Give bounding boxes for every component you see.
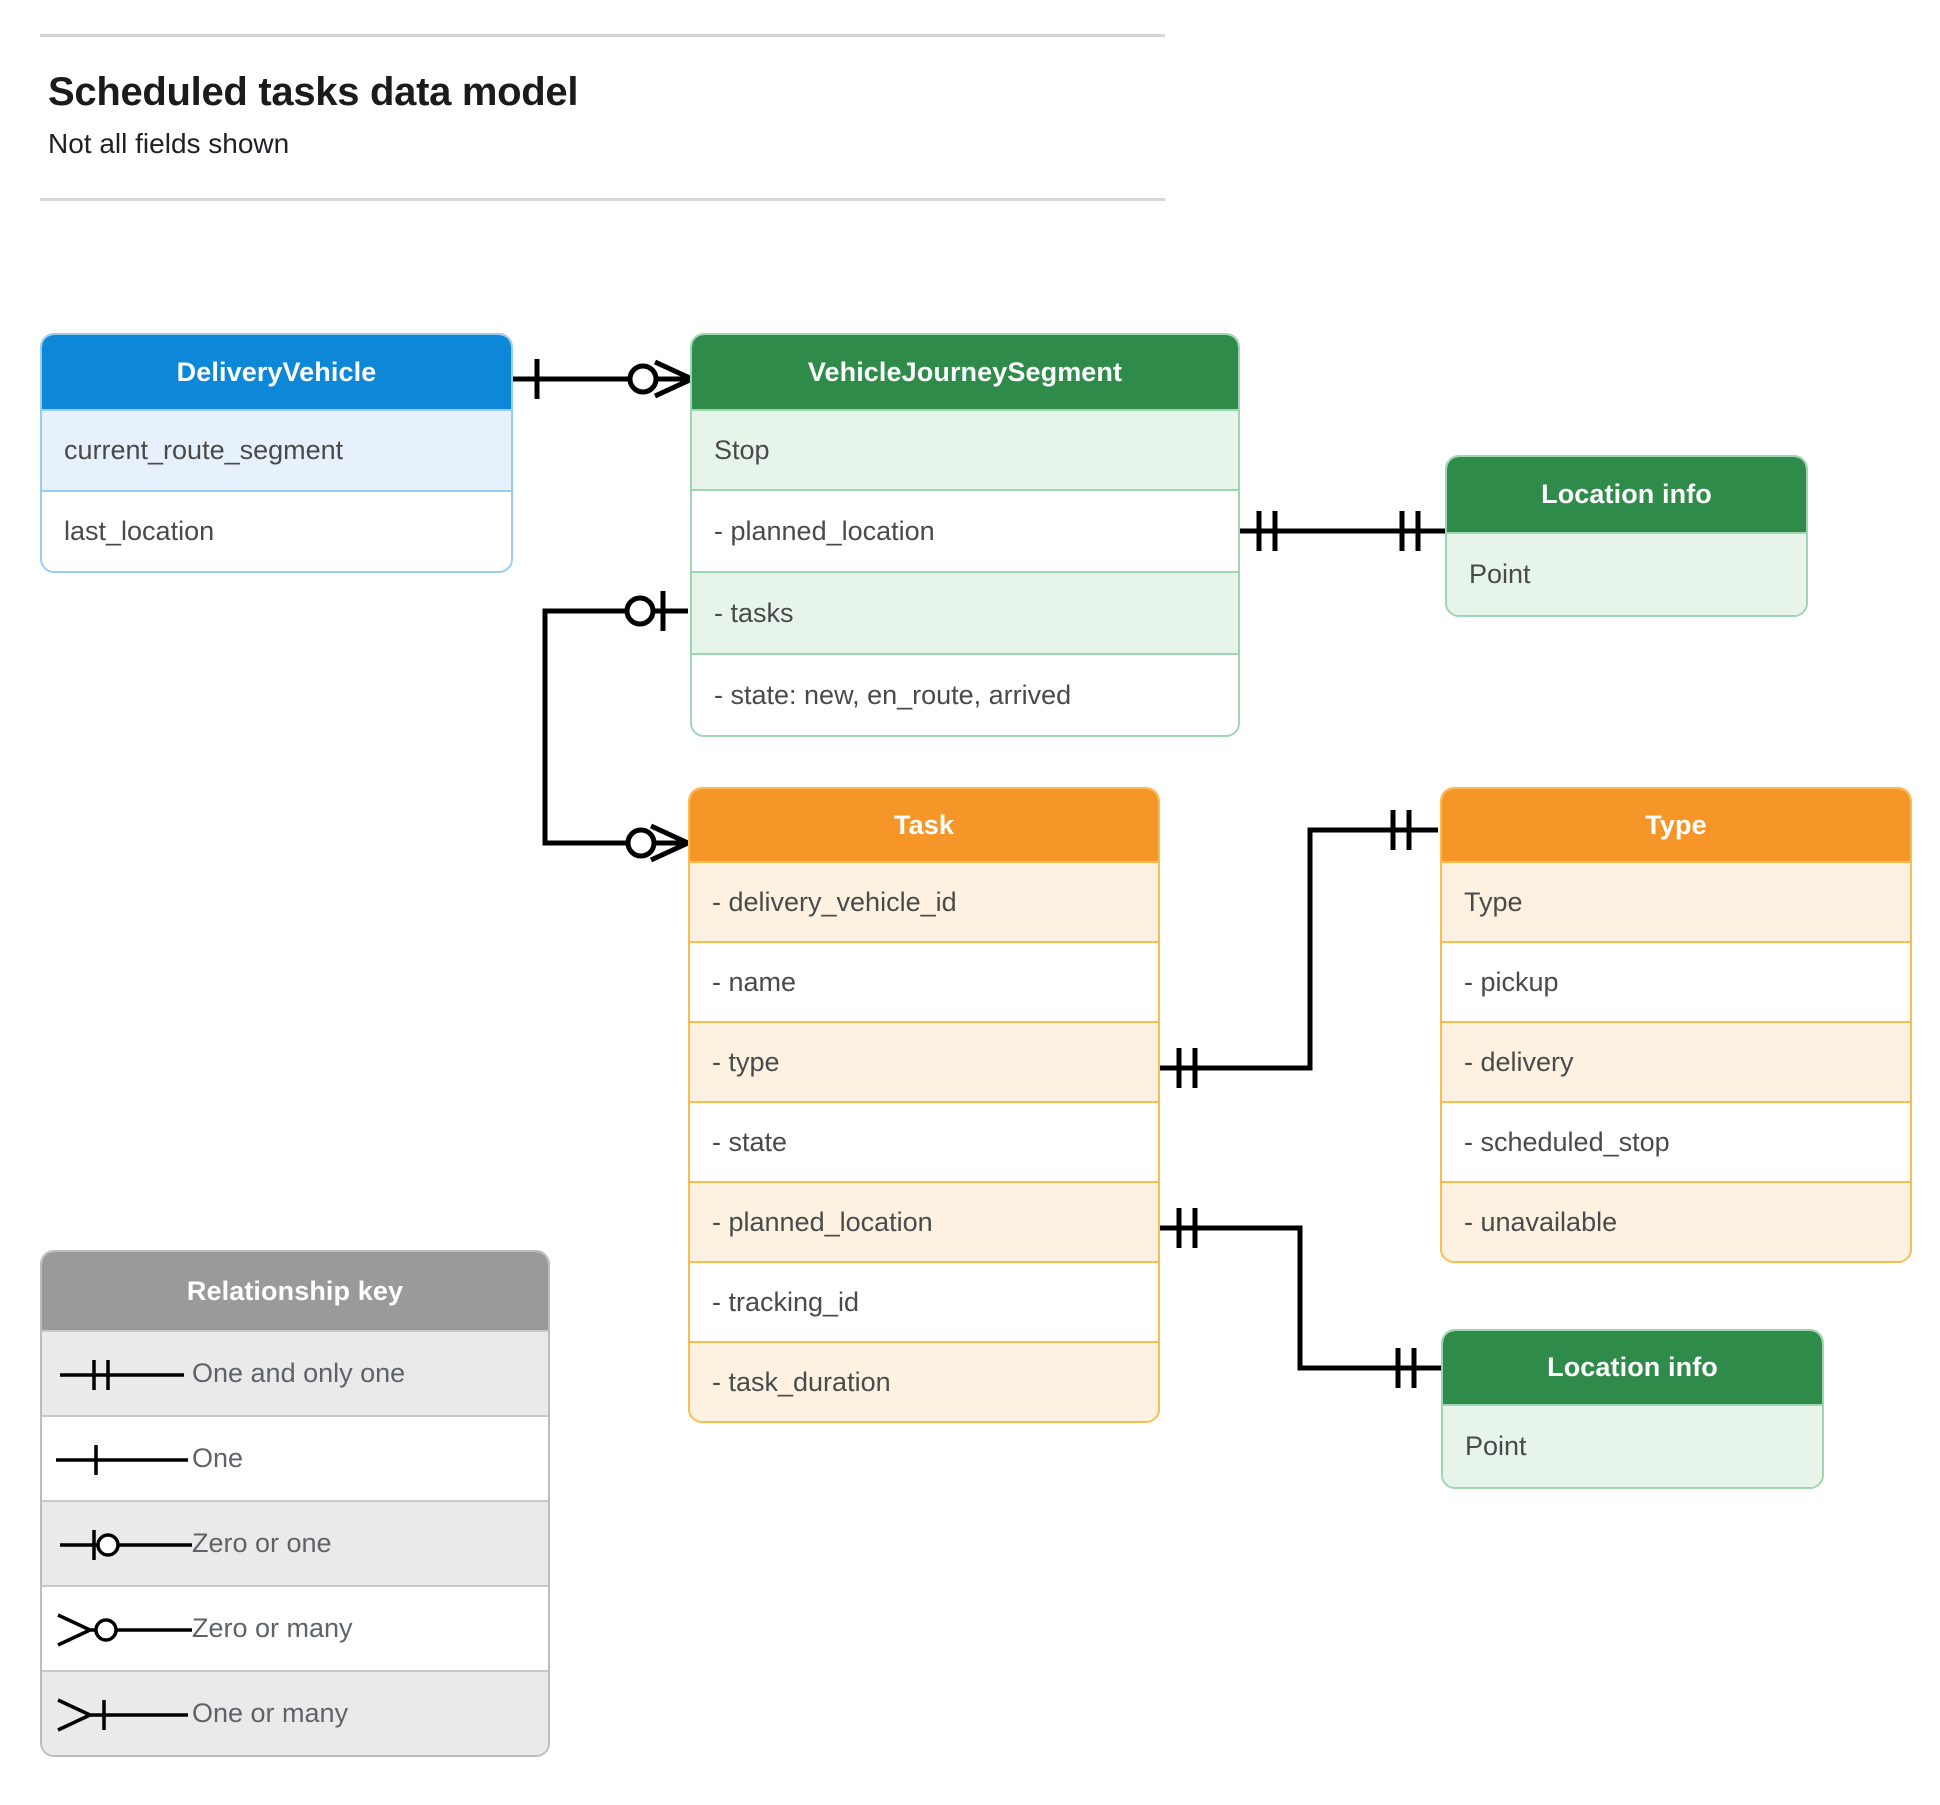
field-planned-location-task: - planned_location	[690, 1181, 1158, 1261]
one-or-many-icon	[42, 1672, 192, 1755]
header-divider-top	[40, 34, 1165, 37]
header-divider-bottom	[40, 198, 1165, 201]
legend-item-one-or-many: One or many	[42, 1670, 548, 1755]
entity-title-vehicle-journey-segment: VehicleJourneySegment	[692, 335, 1238, 409]
field-point-top: Point	[1447, 532, 1806, 615]
entity-location-info-bottom[interactable]: Location info Point	[1441, 1329, 1824, 1489]
entity-title-task: Task	[690, 789, 1158, 861]
entity-title-delivery-vehicle: DeliveryVehicle	[42, 335, 511, 409]
field-type-scheduled-stop: - scheduled_stop	[1442, 1101, 1910, 1181]
legend-label-zero-or-one: Zero or one	[192, 1528, 332, 1558]
legend-item-one: One	[42, 1415, 548, 1500]
one-and-only-one-icon	[42, 1332, 192, 1415]
legend-relationship-key[interactable]: Relationship key One and only one	[40, 1250, 550, 1757]
field-type: - type	[690, 1021, 1158, 1101]
field-type-label: Type	[1442, 861, 1910, 941]
field-type-unavailable: - unavailable	[1442, 1181, 1910, 1261]
entity-delivery-vehicle[interactable]: DeliveryVehicle current_route_segment la…	[40, 333, 513, 573]
entity-title-location-info-top: Location info	[1447, 457, 1806, 532]
field-state-task: - state	[690, 1101, 1158, 1181]
field-name: - name	[690, 941, 1158, 1021]
one-icon	[42, 1417, 192, 1500]
field-planned-location: - planned_location	[692, 489, 1238, 571]
field-type-pickup: - pickup	[1442, 941, 1910, 1021]
entity-vehicle-journey-segment[interactable]: VehicleJourneySegment Stop - planned_loc…	[690, 333, 1240, 737]
legend-label-zero-or-many: Zero or many	[192, 1613, 353, 1643]
legend-label-one-or-many: One or many	[192, 1698, 349, 1728]
entity-title-location-info-bottom: Location info	[1443, 1331, 1822, 1404]
legend-item-one-and-only-one: One and only one	[42, 1330, 548, 1415]
zero-or-many-icon	[42, 1587, 192, 1670]
field-last-location: last_location	[42, 490, 511, 571]
legend-item-zero-or-many: Zero or many	[42, 1585, 548, 1670]
entity-location-info-top[interactable]: Location info Point	[1445, 455, 1808, 617]
field-delivery-vehicle-id: - delivery_vehicle_id	[690, 861, 1158, 941]
field-tasks: - tasks	[692, 571, 1238, 653]
zero-or-one-icon	[42, 1502, 192, 1585]
entity-task[interactable]: Task - delivery_vehicle_id - name - type…	[688, 787, 1160, 1423]
entity-type[interactable]: Type Type - pickup - delivery - schedule…	[1440, 787, 1912, 1263]
page-title: Scheduled tasks data model	[48, 70, 579, 114]
page-subtitle: Not all fields shown	[48, 128, 290, 159]
field-current-route-segment: current_route_segment	[42, 409, 511, 490]
legend-label-one-and-only-one: One and only one	[192, 1358, 406, 1388]
entity-title-type: Type	[1442, 789, 1910, 861]
field-state: - state: new, en_route, arrived	[692, 653, 1238, 735]
field-stop: Stop	[692, 409, 1238, 489]
field-point-bottom: Point	[1443, 1404, 1822, 1487]
legend-item-zero-or-one: Zero or one	[42, 1500, 548, 1585]
field-tracking-id: - tracking_id	[690, 1261, 1158, 1341]
legend-title: Relationship key	[42, 1252, 548, 1330]
field-task-duration: - task_duration	[690, 1341, 1158, 1421]
field-type-delivery: - delivery	[1442, 1021, 1910, 1101]
legend-label-one: One	[192, 1443, 244, 1473]
